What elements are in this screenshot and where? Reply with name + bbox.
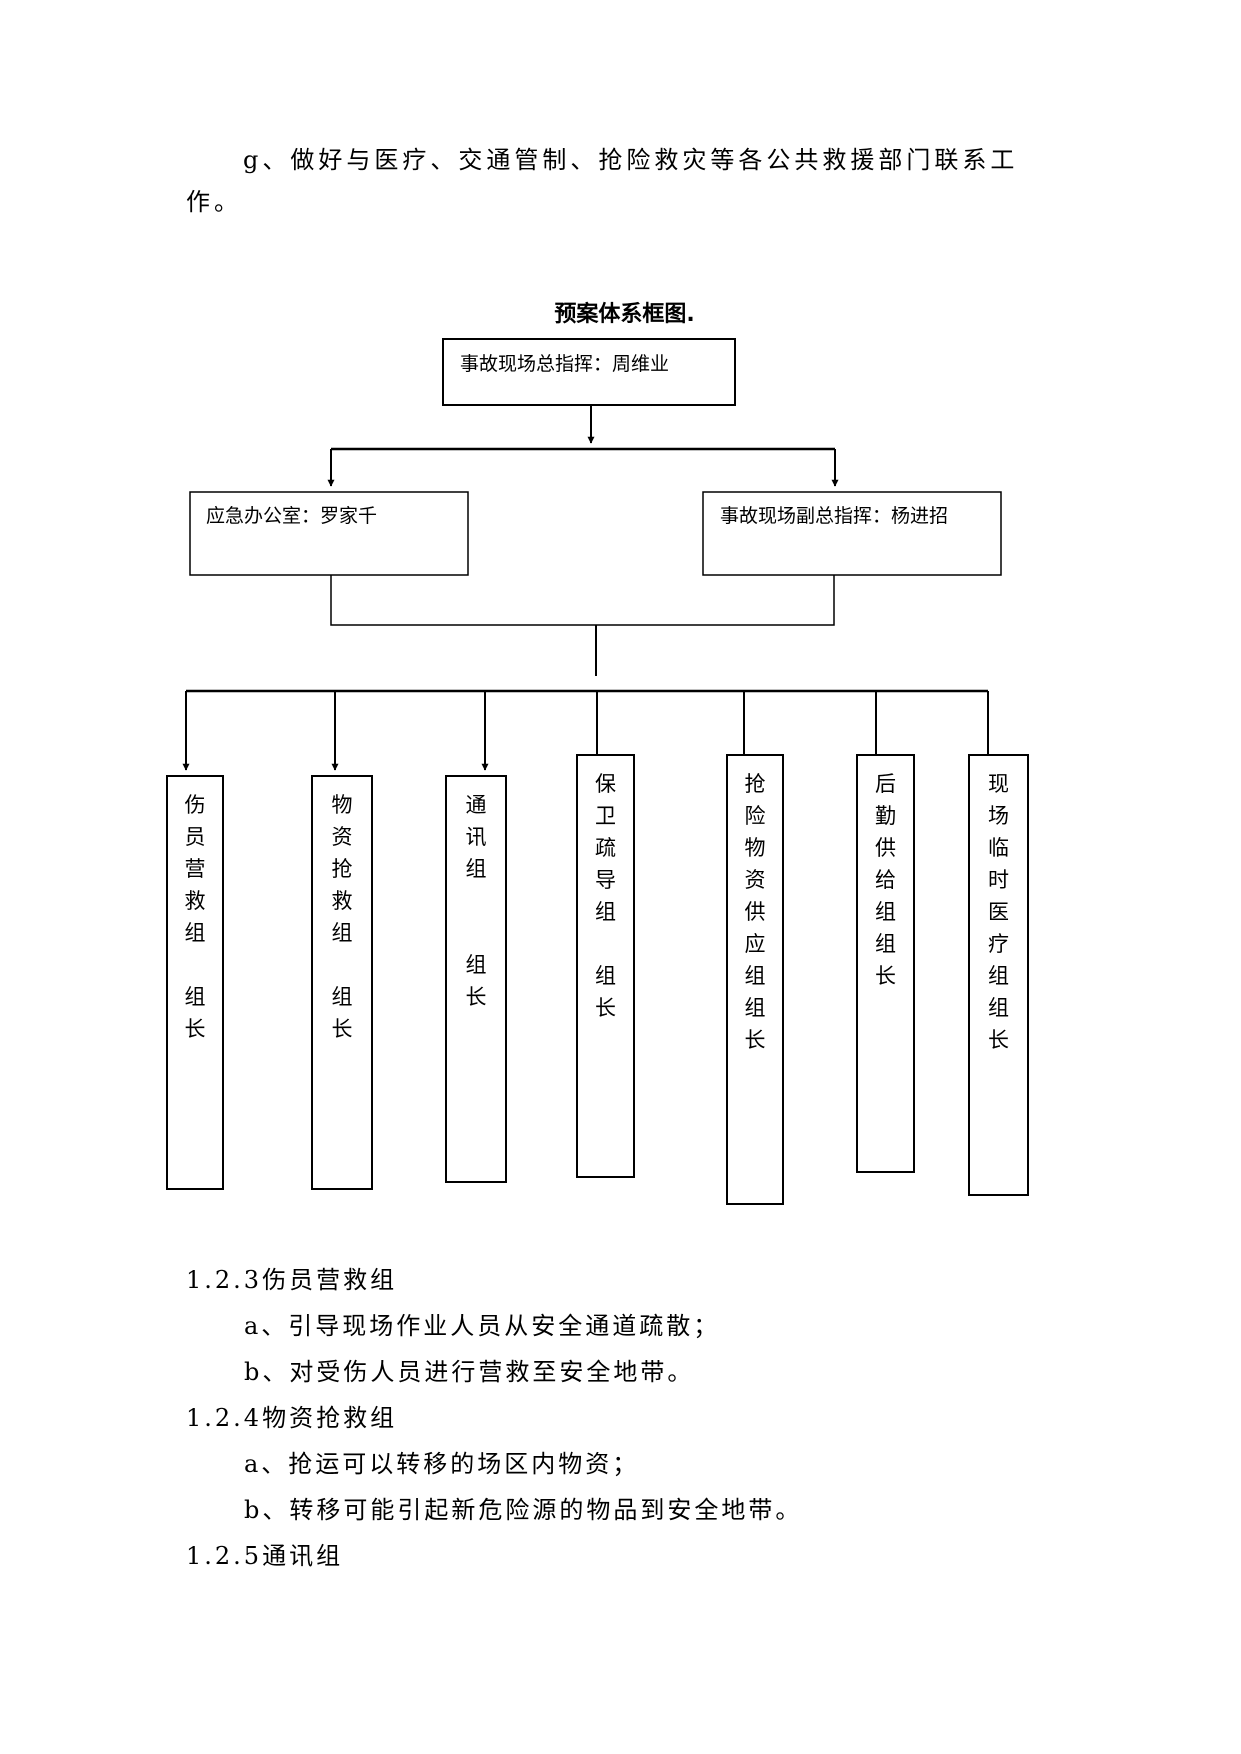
group-box [856,754,915,1173]
office-label: 应急办公室：罗家千 [206,505,377,527]
group-label: 现场临时医疗组组长 [988,772,1009,1052]
group-label: 伤员营救组组长 [185,793,206,1041]
group-label: 保卫疏导组组长 [595,772,616,1020]
groups-layer: 伤员营救组组长 物资抢救组组长 通讯组组长 保卫疏导组组长 抢险物资供应组组长 后勤供给组… [166,691,1029,1205]
group-box [576,754,635,1178]
group-label: 通讯组组长 [466,793,487,1009]
section-item: a、抢运可以转移的场区内物资； [244,1450,640,1478]
diagram-title: 预案体系框图. [554,302,695,327]
group-label: 抢险物资供应组组长 [745,772,766,1052]
intro-paragraph-line2: 作。 [186,188,242,216]
group-label: 后勤供给组组长 [875,772,896,988]
merge-bracket [330,575,835,626]
group-box [311,775,373,1190]
deputy-box [702,491,1002,576]
section-item: a、引导现场作业人员从安全通道疏散； [244,1312,721,1340]
intro-paragraph-line1: g、做好与医疗、交通管制、抢险救灾等各公共救援部门联系工 [243,146,1019,174]
commander-label: 事故现场总指挥：周维业 [460,353,669,375]
section-item: b、对受伤人员进行营救至安全地带。 [244,1358,695,1386]
section-heading: 1.2.5通讯组 [186,1542,344,1570]
group-box [166,775,224,1190]
group-box [968,754,1029,1196]
section-heading: 1.2.4物资抢救组 [186,1404,398,1432]
section-heading: 1.2.3伤员营救组 [186,1266,398,1294]
commander-box [442,338,736,406]
group-label: 物资抢救组组长 [332,793,353,1041]
deputy-label: 事故现场副总指挥：杨进招 [720,505,948,527]
group-box [445,775,507,1183]
section-item: b、转移可能引起新危险源的物品到安全地带。 [244,1496,803,1524]
office-box [189,491,469,576]
group-box [726,754,784,1205]
